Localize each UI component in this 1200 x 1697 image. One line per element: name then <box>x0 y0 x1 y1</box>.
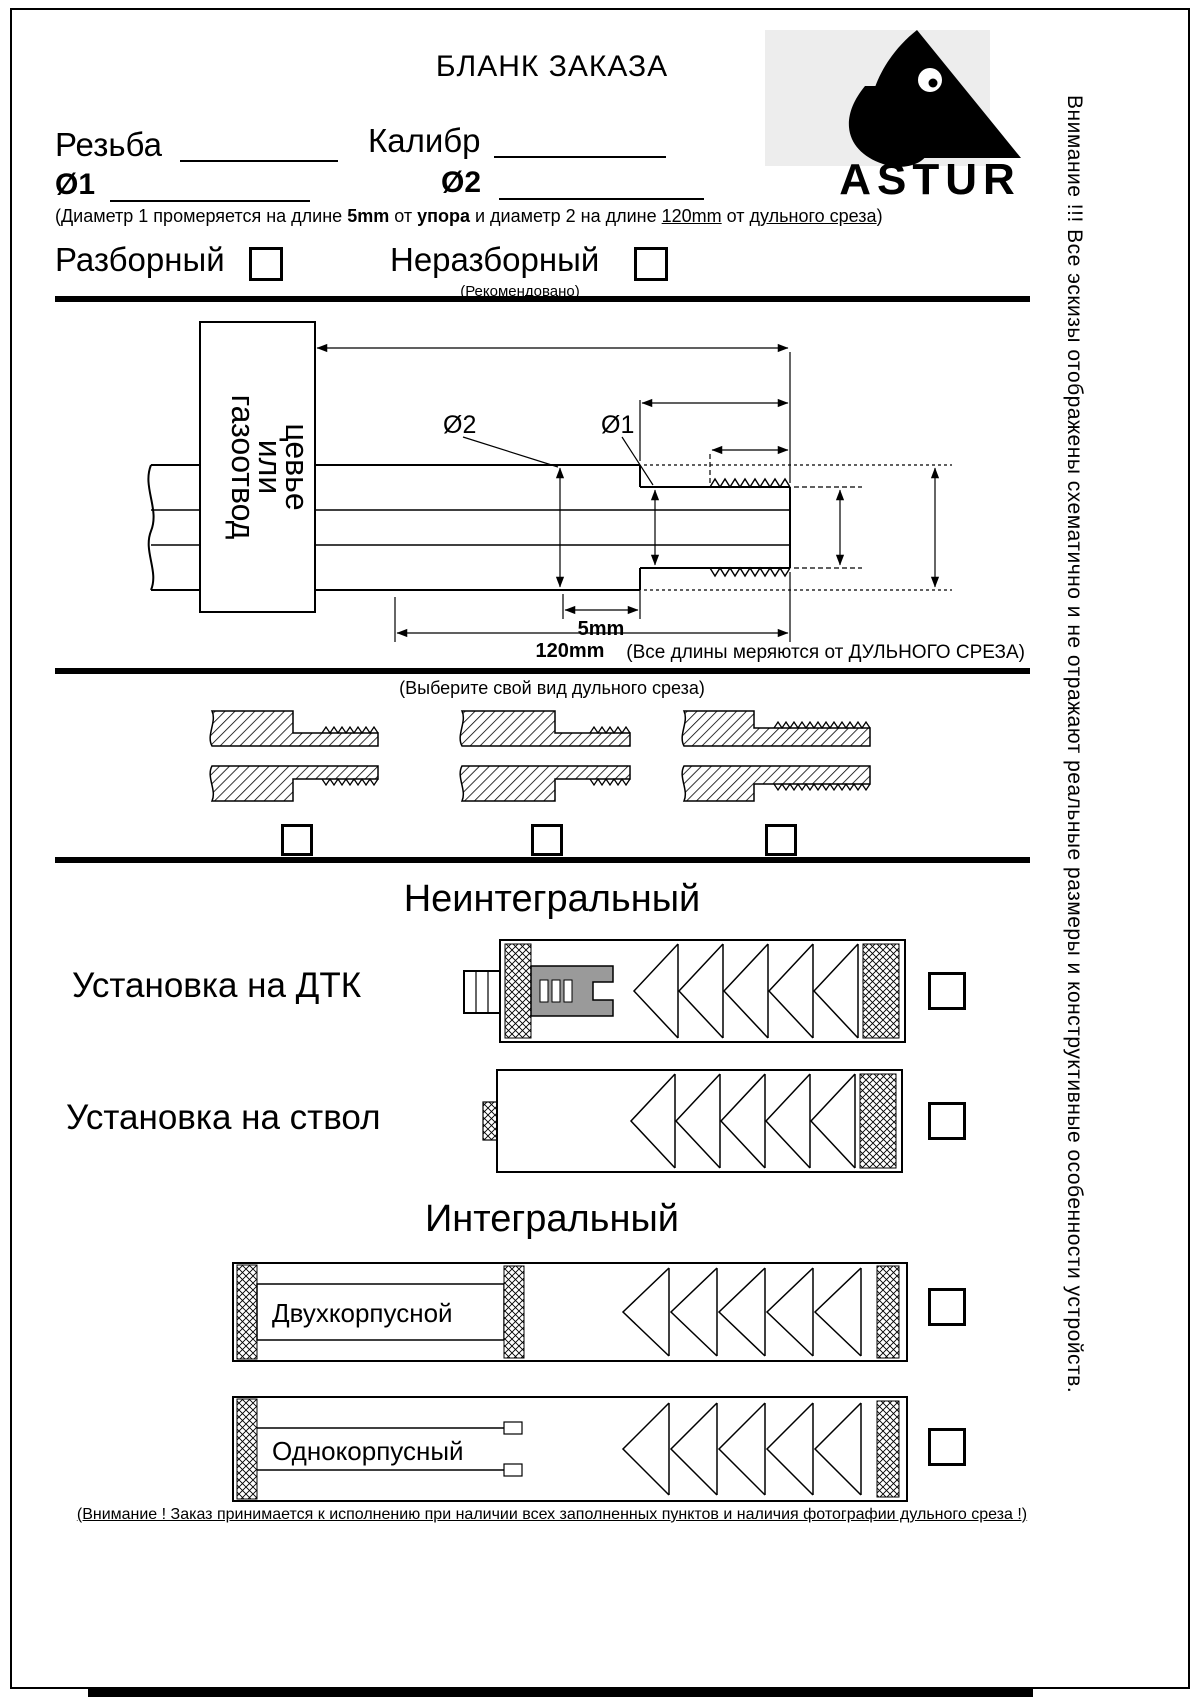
non-collapsible-label: Неразборный <box>390 241 600 278</box>
gas-block-label-1: газоотвод <box>225 395 261 540</box>
checkbox-muzzle-option-2[interactable] <box>531 824 563 856</box>
d2-label: Ø2 <box>441 166 482 199</box>
baffle-stack <box>621 1267 862 1357</box>
front-cap <box>236 1398 258 1500</box>
end-cap <box>862 943 900 1039</box>
section-heading-integral: Интегральный <box>424 1198 680 1240</box>
checkbox-one-body[interactable] <box>928 1428 966 1466</box>
barrel-dimension-drawing: газоотвод или цевье Ø2 Ø1 5mm 120mm (Все… <box>147 321 1025 663</box>
end-cap <box>876 1265 900 1359</box>
suppressor-tube <box>232 1396 908 1502</box>
page-title: БЛАНК ЗАКАЗА <box>435 50 669 83</box>
divider-cap <box>503 1265 525 1359</box>
astur-logo: ASTUR <box>765 30 1021 200</box>
checkbox-mount-dtk[interactable] <box>928 972 966 1010</box>
section-heading-non-integral: Неинтегральный <box>403 878 701 920</box>
brand-name: ASTUR <box>839 155 1021 200</box>
checkbox-non-collapsible[interactable] <box>634 247 668 281</box>
divider-rule-1 <box>55 296 1030 302</box>
mount-dtk-label: Установка на ДТК <box>72 966 362 1005</box>
checkbox-collapsible[interactable] <box>249 247 283 281</box>
lengths-note: (Все длины меряются от ДУЛЬНОГО СРЕЗА) <box>626 642 1025 663</box>
port-block-top <box>503 1421 523 1435</box>
gas-block-label-3: цевье <box>279 423 315 510</box>
checkbox-muzzle-option-3[interactable] <box>765 824 797 856</box>
d1-input-line[interactable] <box>110 200 310 202</box>
eagle-beak-icon <box>848 86 927 167</box>
two-body-label: Двухкорпусной <box>272 1298 453 1328</box>
measurement-note: (Диаметр 1 промеряется на длине 5mm от у… <box>55 206 883 226</box>
end-cap <box>876 1400 900 1498</box>
recommended-note: (Рекомендовано) <box>460 283 580 300</box>
inner-body <box>256 1283 505 1341</box>
dim-label-5mm: 5mm <box>578 618 625 640</box>
suppressor-tube <box>496 1069 903 1173</box>
d1-label: Ø1 <box>55 168 96 201</box>
checkbox-mount-barrel[interactable] <box>928 1102 966 1140</box>
one-body-label: Однокорпусный <box>272 1436 464 1466</box>
divider-rule-2 <box>55 668 1030 674</box>
baffle-stack <box>621 1402 862 1496</box>
eagle-head-icon <box>869 30 1021 158</box>
dim-label-d1: Ø1 <box>601 411 634 439</box>
port-block-bottom <box>503 1463 523 1477</box>
integral-two-body-diagram: Двухкорпусной <box>232 1262 908 1362</box>
eagle-pupil-icon <box>928 78 938 88</box>
side-warning: Внимание !!! Все эскизы отображены схема… <box>1063 95 1086 1394</box>
thread-label: Резьба <box>55 126 163 163</box>
integral-one-body-diagram: Однокорпусный <box>232 1396 908 1502</box>
thread-input-line[interactable] <box>180 160 338 162</box>
gas-block-box <box>199 321 316 613</box>
mount-barrel-label: Установка на ствол <box>66 1098 381 1137</box>
end-cap <box>859 1073 897 1169</box>
caliber-input-line[interactable] <box>494 156 666 158</box>
thread-marks-bottom <box>709 566 791 578</box>
baffle-stack <box>632 943 859 1039</box>
divider-rule-3 <box>55 857 1030 863</box>
thread-marks-top <box>709 477 791 489</box>
checkbox-two-body[interactable] <box>928 1288 966 1326</box>
dim-label-d2: Ø2 <box>443 411 476 439</box>
d2-input-line[interactable] <box>499 198 704 200</box>
collapsible-label: Разборный <box>55 241 225 278</box>
dim-label-120mm: 120mm <box>536 640 605 662</box>
barrel-clamp <box>482 1101 498 1141</box>
footer-note: (Внимание ! Заказ принимается к исполнен… <box>76 1506 1028 1523</box>
baffle-stack <box>629 1073 856 1169</box>
front-cap <box>236 1264 258 1360</box>
caliber-label: Калибр <box>368 122 481 159</box>
mount-nut <box>463 970 501 1014</box>
muzzle-choice-prompt: (Выберите свой вид дульного среза) <box>399 678 705 698</box>
muzzle-option-2-diagram <box>459 710 631 802</box>
muzzle-option-1-diagram <box>209 710 379 802</box>
checkbox-muzzle-option-1[interactable] <box>281 824 313 856</box>
gas-block-label-2: или <box>252 440 288 494</box>
muzzle-option-3-diagram <box>681 710 871 802</box>
suppressor-barrel-diagram <box>482 1069 903 1173</box>
suppressor-dtk-diagram <box>463 939 906 1043</box>
bottom-edge-mark <box>88 1688 1033 1697</box>
